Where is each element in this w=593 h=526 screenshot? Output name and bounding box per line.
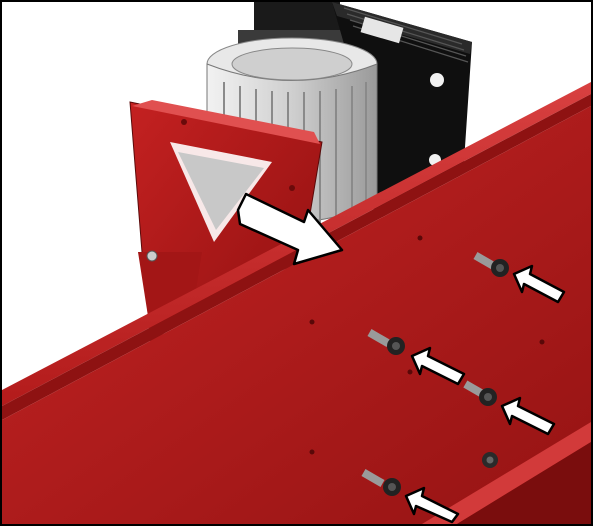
bolt-4: [482, 452, 498, 468]
placement-arrow-icon: [236, 192, 344, 266]
bolt-arrow-icon-3: [500, 396, 556, 436]
bolt-2: [367, 329, 405, 355]
bolt-arrow-icon-4: [404, 486, 460, 524]
bolt-3: [463, 380, 497, 406]
bolt-arrow-icon-1: [512, 264, 566, 304]
bolt-arrow-icon-2: [410, 346, 466, 386]
bolt-5: [361, 469, 401, 496]
bolt-1: [473, 252, 509, 277]
